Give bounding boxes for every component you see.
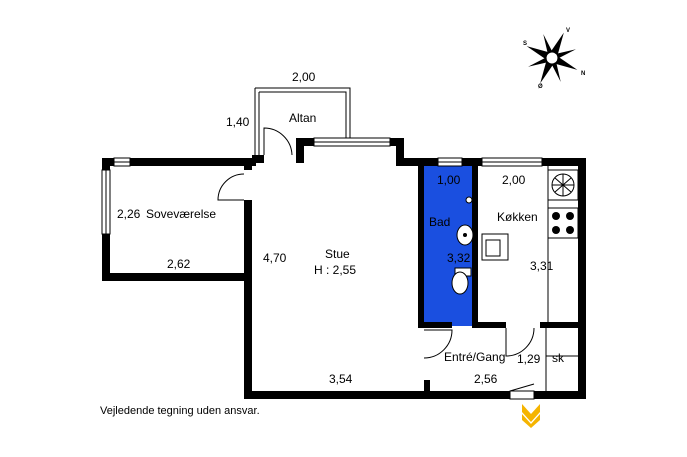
living-width: 3,54 [329, 372, 353, 386]
closet-name: sk [552, 351, 565, 365]
bedroom-name: Soveværelse [146, 207, 216, 221]
balcony-width: 2,00 [292, 70, 316, 84]
entrance-width: 2,56 [474, 372, 498, 386]
bathroom-name: Bad [429, 215, 450, 229]
disclaimer: Vejledende tegning uden ansvar. [100, 405, 260, 417]
balcony-inner [258, 91, 347, 155]
bedroom-width: 2,62 [167, 257, 191, 271]
door-swings [217, 127, 535, 392]
fixtures [451, 166, 579, 322]
balcony-name: Altan [289, 111, 316, 125]
entrance-depth: 1,29 [517, 352, 541, 366]
bathroom-floor [424, 166, 472, 326]
compass [526, 32, 578, 84]
windows [101, 137, 543, 400]
entrance-name: Entré/Gang [444, 350, 505, 364]
entrance-arrow-icon [522, 404, 540, 428]
bedroom-depth: 2,26 [117, 207, 141, 221]
living-depth: 4,70 [263, 251, 287, 265]
balcony-outline [254, 87, 351, 155]
closet-outline [545, 328, 578, 391]
kitchen-width: 2,00 [502, 173, 526, 187]
balcony-depth: 1,40 [226, 115, 250, 129]
living-height: H : 2,55 [314, 263, 356, 277]
kitchen-name: Køkken [497, 210, 538, 224]
living-name: Stue [325, 247, 350, 261]
bathroom-depth: 3,32 [447, 251, 471, 265]
compass-n: N [581, 71, 585, 77]
compass-o: Ø [538, 84, 543, 90]
compass-v: V [566, 28, 570, 34]
compass-s: S [523, 41, 527, 47]
kitchen-depth: 3,31 [530, 259, 554, 273]
bathroom-width: 1,00 [437, 173, 461, 187]
